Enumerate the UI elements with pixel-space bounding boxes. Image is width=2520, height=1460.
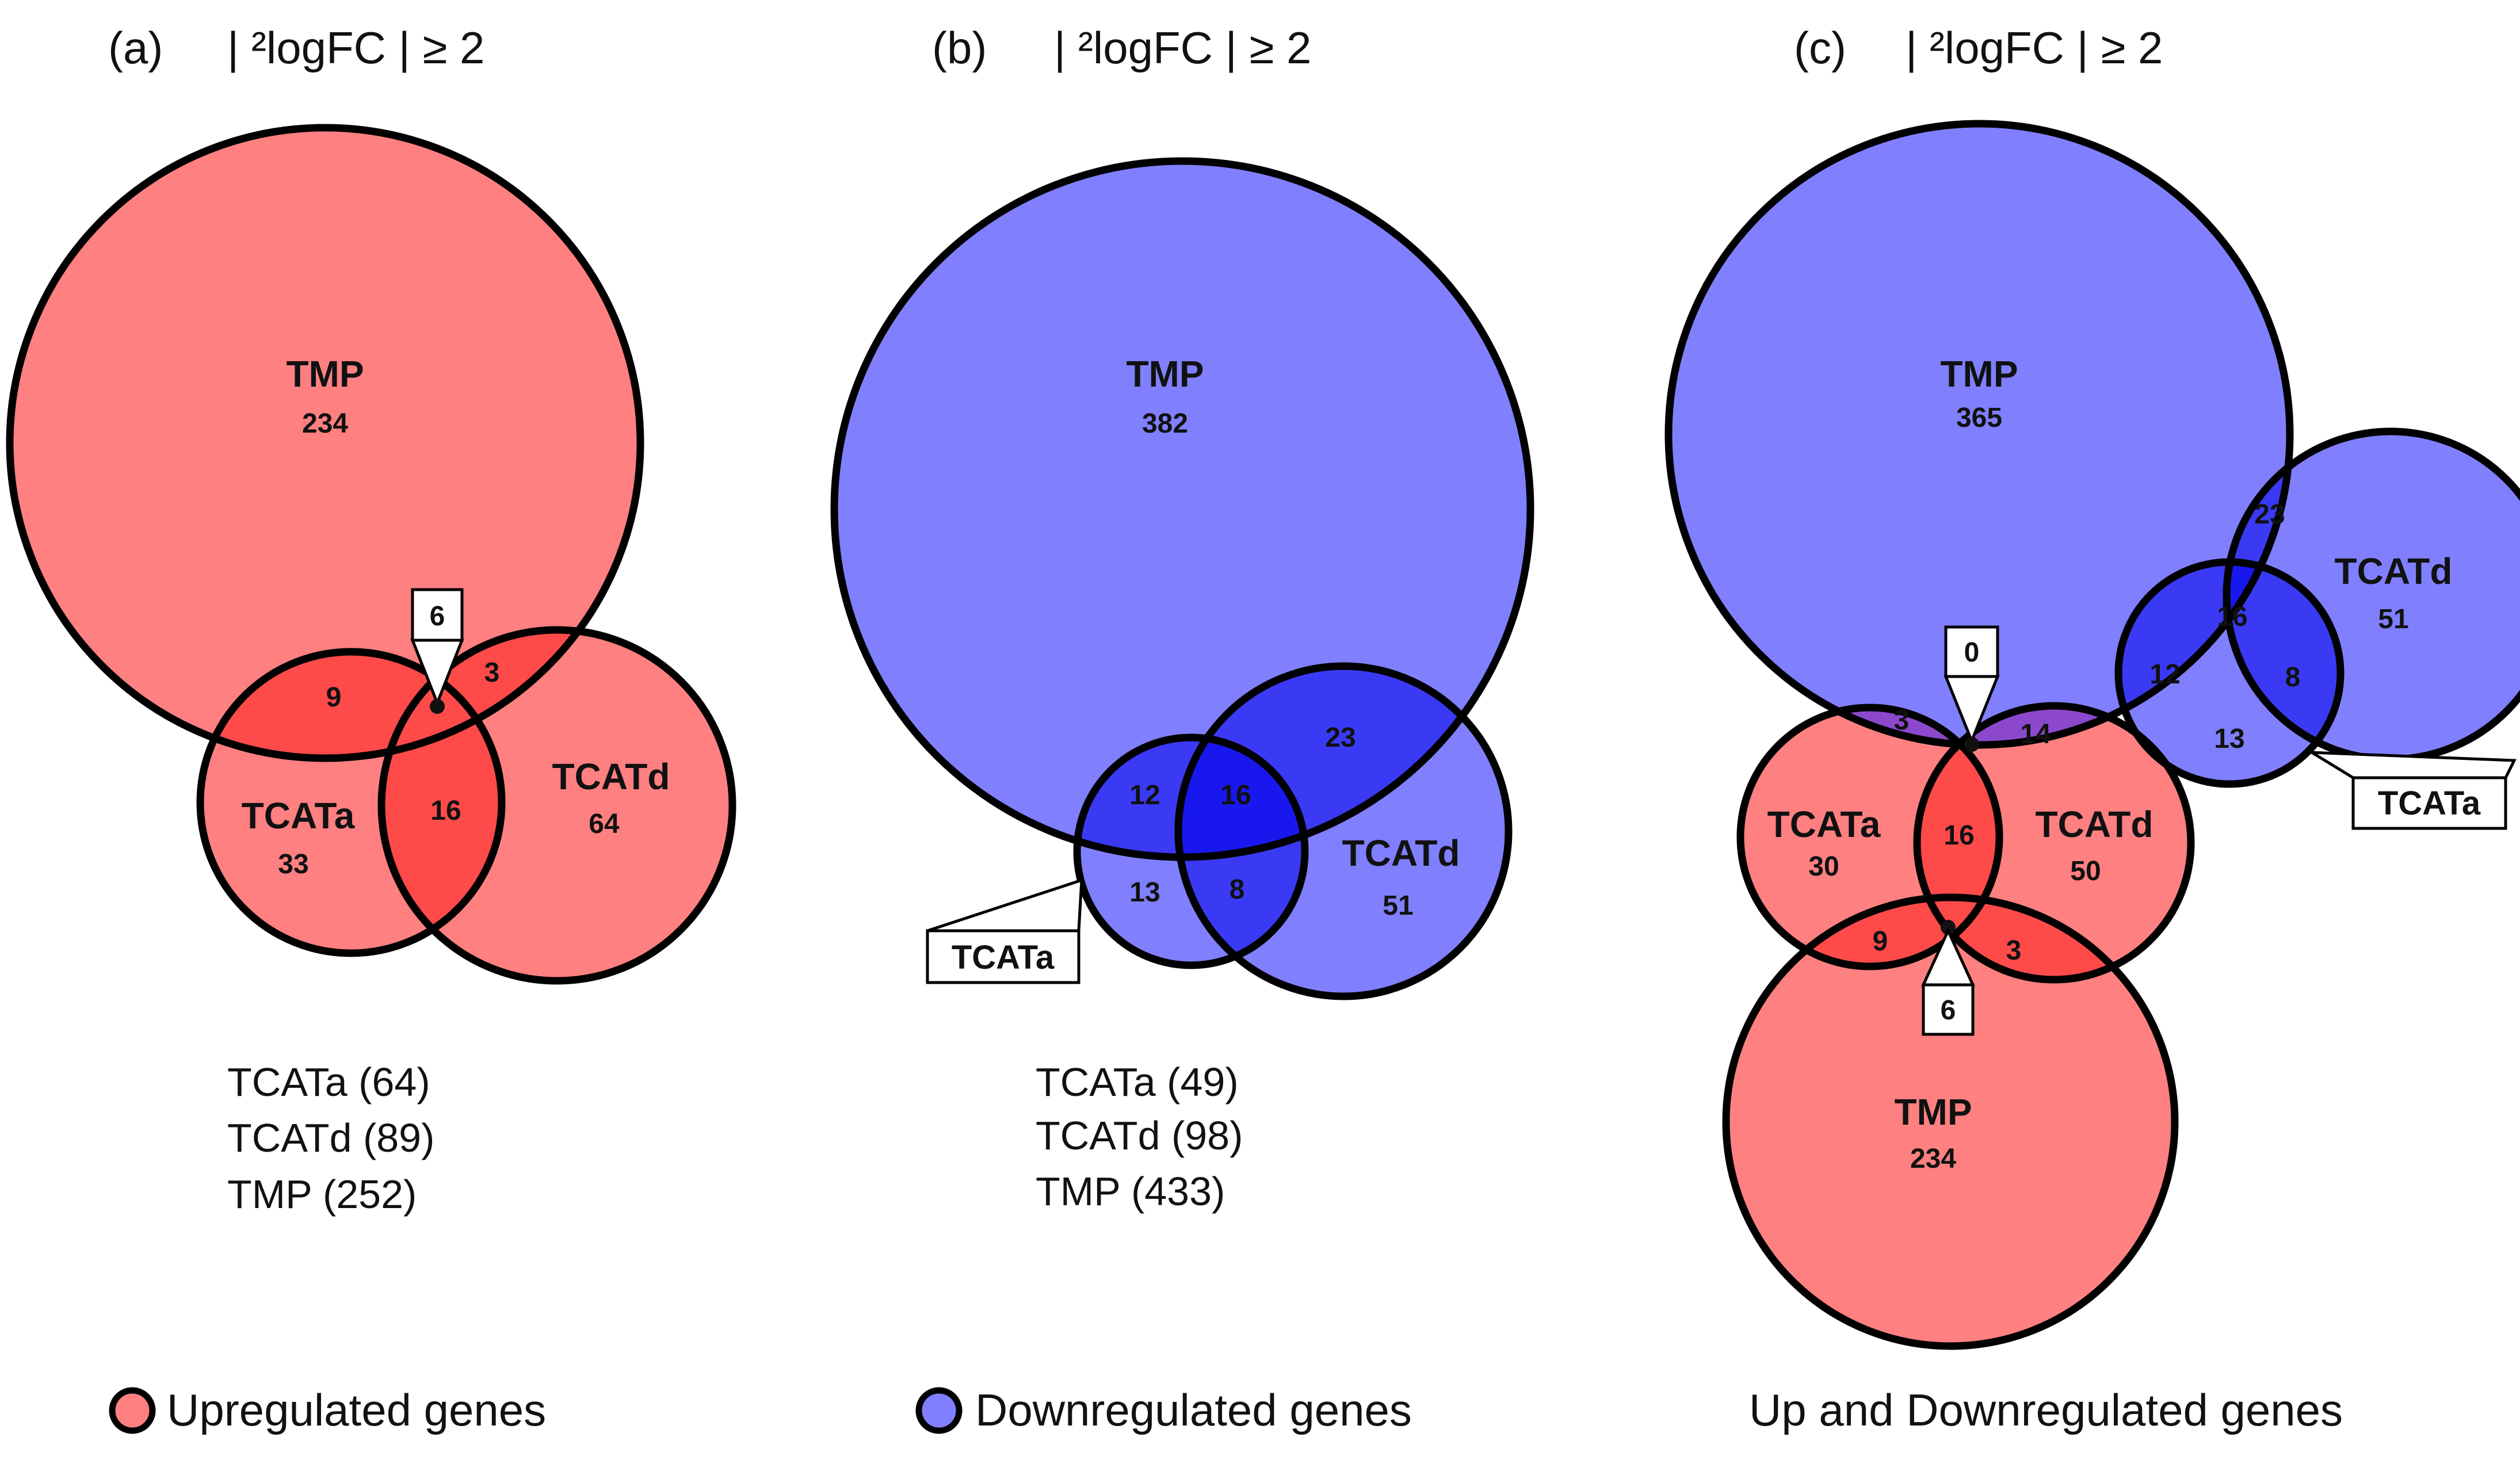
panel-c-up-tmp-title: TMP (1894, 1091, 1972, 1133)
panel-b: (b) | ²logFC | ≥ 2 TMP 382 TCATd 51 13 1… (830, 22, 1534, 1214)
panel-c-count-down-all-three: 16 (2217, 602, 2247, 632)
panel-c-up-tcata-outline (1736, 704, 2003, 970)
panel-c-count-dtmp-utcatd: 14 (2020, 719, 2051, 750)
panel-c-up-tcatd-count: 50 (2070, 856, 2101, 886)
panel-a-tmp-count: 234 (302, 408, 348, 439)
panel-b-tcata-outline (1073, 733, 1309, 969)
panel-a-count-all-three: 6 (430, 601, 445, 632)
panel-c-mixed-all-three-callout: 0 (1944, 625, 2000, 752)
legend: Upregulated genes Downregulated genes Up… (109, 1385, 2343, 1435)
panel-c-up-all-three-callout: 6 (1921, 920, 1975, 1036)
panel-b-tcata-count: 13 (1129, 877, 1160, 908)
panel-b-threshold: | ²logFC | ≥ 2 (1054, 22, 1311, 73)
panel-a-count-tmp-tcatd: 3 (484, 658, 500, 688)
legend-both-label: Up and Downregulated genes (1749, 1385, 2343, 1435)
panel-a-tmp-circle (10, 128, 640, 758)
legend-down-label: Downregulated genes (975, 1385, 1412, 1435)
panel-a-threshold: | ²logFC | ≥ 2 (227, 22, 484, 73)
panel-c-down-tmp-outline (1664, 120, 2294, 749)
panel-b-total-tcata: TCATa (49) (1036, 1060, 1239, 1104)
panel-c-count-up-all-three: 6 (1941, 995, 1956, 1026)
panel-a-total-tcata: TCATa (64) (227, 1060, 430, 1104)
panel-a-tcatd-title: TCATd (552, 756, 670, 797)
panel-b-count-all-three: 16 (1220, 780, 1251, 811)
panel-c-label: (c) (1794, 22, 1846, 73)
panel-c-up-tmp-outline (1722, 893, 2179, 1350)
panel-c-down-tcata-count: 13 (2214, 724, 2244, 754)
panel-a-tcata-outline (196, 648, 506, 957)
panel-c: (c) | ²logFC | ≥ 2 TMP 365 TCATd 5 (1664, 22, 2520, 1350)
panel-b-tcata-title: TCATa (952, 939, 1055, 976)
panel-c-down-tcatd-count: 51 (2378, 604, 2408, 635)
panel-a-count-tmp-tcata: 9 (326, 682, 342, 713)
panel-a: (a) | ²logFC | ≥ 2 TMP 234 TCATa 33 TCAT… (6, 22, 736, 1217)
panel-a-tmp-title: TMP (286, 353, 364, 395)
panel-c-down-tmp-circle (1668, 124, 2290, 745)
panel-b-tmp-count: 382 (1142, 408, 1188, 439)
panel-b-tcatd-title: TCATd (1342, 832, 1460, 874)
panel-c-down-tcatd-title: TCATd (2335, 551, 2453, 592)
panel-a-tcata-title: TCATa (242, 795, 355, 836)
legend-down-swatch (919, 1390, 959, 1431)
panel-a-tcatd-count: 64 (589, 809, 620, 839)
panel-b-total-tcatd: TCATd (98) (1036, 1113, 1243, 1158)
panel-c-down-tmp-title: TMP (1940, 353, 2018, 395)
panel-b-count-tcata-tcatd: 8 (1230, 874, 1245, 905)
panel-b-tcatd-outline (1174, 662, 1513, 1000)
panel-c-count-utcata-utcatd: 16 (1944, 820, 1974, 851)
panel-c-up-tcata-title: TCATa (1767, 804, 1881, 845)
panel-b-count-tmp-tcatd: 23 (1325, 723, 1356, 753)
panel-c-threshold: | ²logFC | ≥ 2 (1906, 22, 2163, 73)
panel-c-down-tmp-count: 365 (1956, 403, 2002, 433)
panel-b-label: (b) (932, 22, 987, 73)
panel-c-count-dtmp-utcata: 3 (1894, 705, 1910, 736)
panel-c-down-tcata-callout: TCATa (2306, 751, 2517, 830)
panel-a-total-tmp: TMP (252) (227, 1172, 417, 1217)
panel-a-tcata-count: 33 (278, 849, 308, 880)
panel-b-tcatd-count: 51 (1383, 890, 1413, 921)
panel-c-count-utmp-utcatd: 3 (2006, 935, 2022, 966)
panel-b-tmp-title: TMP (1126, 353, 1204, 395)
legend-up-swatch (112, 1390, 152, 1431)
panel-a-tcatd-outline (377, 626, 736, 985)
panel-a-total-tcatd: TCATd (89) (227, 1115, 434, 1160)
panel-a-count-tcata-tcatd: 16 (430, 796, 461, 826)
panel-c-down-tcata-title: TCATa (2378, 785, 2481, 822)
panel-c-count-dtmp-dtcatd: 23 (2254, 499, 2285, 530)
panel-b-total-tmp: TMP (433) (1036, 1169, 1225, 1214)
legend-up-label: Upregulated genes (167, 1385, 546, 1435)
panel-a-tmp-outline (6, 124, 644, 762)
panel-c-count-utmp-utcata: 9 (1873, 926, 1888, 957)
panel-a-all-three-callout: 6 (410, 588, 464, 714)
panel-c-up-tmp-count: 234 (1910, 1144, 1956, 1174)
panel-a-label: (a) (108, 22, 163, 73)
panel-b-count-tmp-tcata: 12 (1129, 780, 1160, 811)
panel-c-up-tmp-circle (1726, 897, 2175, 1346)
panel-c-count-dtmp-dtcata: 12 (2149, 659, 2180, 690)
panel-c-down-tcata-outline (2114, 558, 2345, 788)
panel-c-up-tcata-count: 30 (1808, 851, 1839, 882)
panel-c-count-mixed-all-three: 0 (1964, 637, 1980, 668)
panel-c-up-tcatd-title: TCATd (2036, 804, 2154, 845)
panel-b-tcata-callout: TCATa (926, 878, 1083, 984)
panel-c-up-tcatd-outline (1913, 702, 2195, 984)
panel-c-count-dtcatd-dtcata: 8 (2285, 662, 2301, 693)
